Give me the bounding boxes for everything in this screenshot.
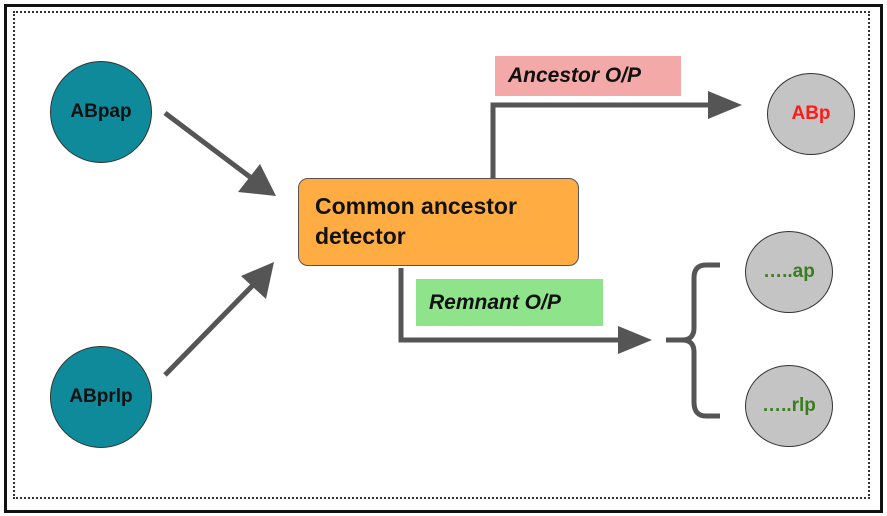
output-node-abp: ABp (767, 73, 855, 155)
common-ancestor-detector: Common ancestor detector (298, 178, 579, 266)
remnant-node-ap-label: …..ap (763, 261, 815, 282)
arrowhead-remnant (618, 326, 652, 354)
remnant-output-label: Remnant O/P (429, 290, 561, 314)
arrow-abpap-to-detector (163, 111, 252, 179)
arrowhead-abprlp (241, 262, 274, 299)
remnant-output-label-box: Remnant O/P (416, 279, 603, 326)
input-node-abprlp: ABprlp (50, 346, 152, 448)
arrowhead-ancestor (708, 91, 742, 119)
remnant-node-ap: …..ap (745, 231, 833, 313)
ancestor-output-label: Ancestor O/P (508, 64, 642, 87)
arrow-abprlp-to-detector (163, 281, 257, 377)
input-node-abpap-label: ABpap (70, 101, 132, 122)
detector-label: Common ancestor detector (315, 193, 517, 249)
input-node-abpap: ABpap (50, 61, 152, 163)
input-node-abprlp-label: ABprlp (69, 386, 133, 407)
outer-frame (4, 4, 883, 513)
brace-icon (666, 262, 720, 419)
remnant-node-rlp-label: …..rlp (762, 395, 816, 416)
arrowhead-abpap (238, 164, 276, 196)
output-node-abp-label: ABp (791, 103, 831, 124)
arrow-ancestor-output (490, 102, 712, 178)
diagram-boundary (13, 11, 870, 499)
remnant-node-rlp: …..rlp (745, 365, 833, 447)
arrow-remnant-output (398, 268, 622, 343)
ancestor-output-label-box: Ancestor O/P (495, 56, 681, 96)
